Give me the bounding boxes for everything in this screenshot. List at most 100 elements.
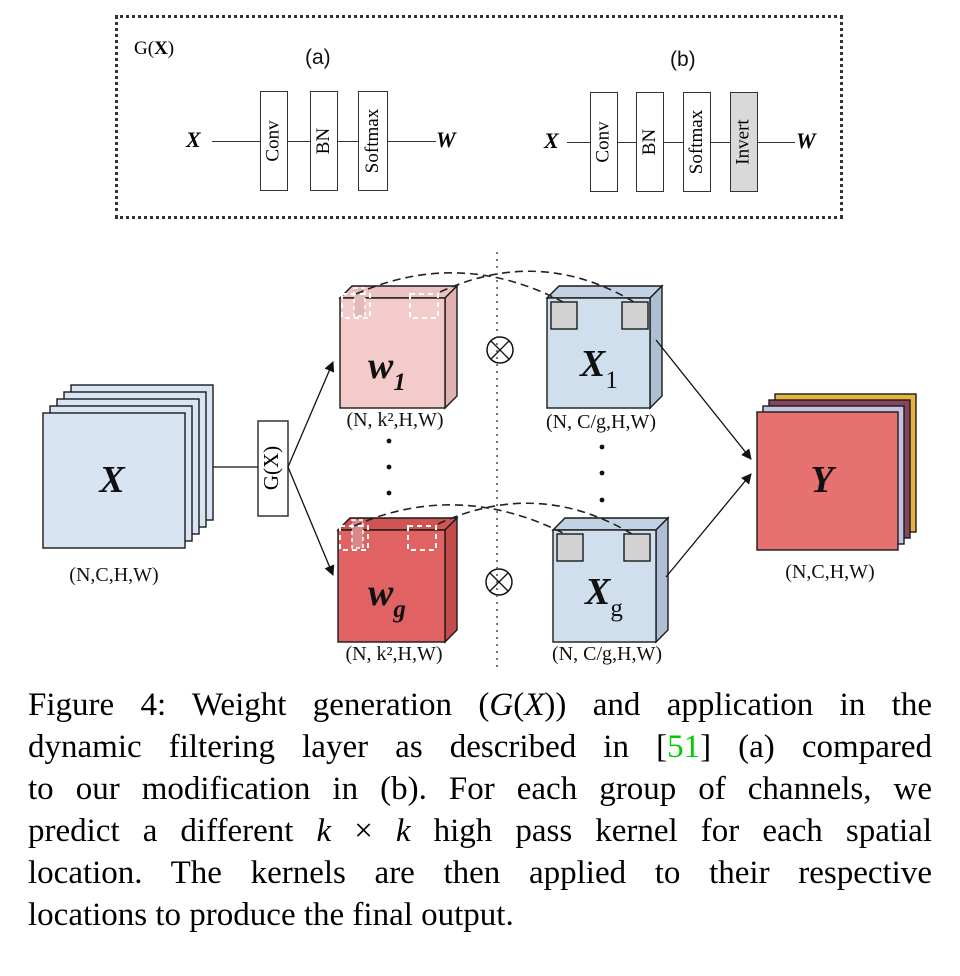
generator-panel: G(X) (a) X Conv BN Softmax W (b) X Conv …	[115, 15, 843, 219]
wg-label: wg	[368, 572, 406, 623]
pipeline-a-block-conv: Conv	[260, 91, 288, 191]
pipeline-a-output-label: W	[436, 127, 456, 152]
x1-sub: 1	[605, 367, 618, 394]
softmax-label: Softmax	[686, 109, 708, 175]
pipeline-b-block-softmax: Softmax	[683, 92, 711, 192]
xg-corner-patch-left	[556, 533, 584, 562]
caption-line: dynamic filtering layer as described in …	[28, 726, 932, 768]
caption-line: predict a different k × k high pass kern…	[28, 810, 932, 852]
group-tensor-xg: Xg (N, C/g,H,W)	[551, 516, 670, 665]
pipeline-a-block-softmax: Softmax	[358, 91, 388, 191]
x1-label: X1	[579, 343, 618, 394]
xg-dims: (N, C/g,H,W)	[552, 643, 662, 665]
caption-math: G	[489, 687, 514, 723]
pipeline-a-block-bn: BN	[310, 91, 338, 191]
dot	[599, 444, 605, 450]
otimes-cross	[490, 340, 510, 360]
w1-kernel-tab	[353, 287, 366, 317]
caption-text: predict a different	[28, 813, 317, 849]
input-layer-front	[42, 412, 186, 549]
caption-line: location. The kernels are then applied t…	[28, 852, 932, 894]
pipeline-a-input-label: X	[186, 127, 201, 152]
wg-kernel-tab	[351, 519, 364, 549]
pipeline-b-input-label: X	[544, 128, 559, 153]
caption-line: locations to produce the final output.	[28, 894, 932, 936]
conv-label: Conv	[263, 120, 284, 162]
x1-to-output-arrow	[655, 339, 752, 460]
caption-text: Figure 4: Weight generation (	[28, 687, 490, 723]
otimes-cross	[489, 572, 509, 592]
input-dims: (N,C,H,W)	[69, 564, 158, 586]
caption-text: ] (a) compared	[700, 729, 932, 765]
xg-top-face	[551, 517, 670, 531]
output-label: Y	[810, 459, 837, 501]
wg-front-face	[337, 529, 446, 643]
gx-bold-x: X	[154, 38, 168, 59]
xg-to-output-arrow	[665, 473, 752, 578]
generator-rect	[257, 420, 289, 517]
input-label: X	[98, 459, 126, 501]
wg-dims: (N, k²,H,W)	[345, 643, 442, 665]
dot	[599, 470, 605, 476]
caption-text: ×	[331, 813, 396, 849]
output-layer-front	[756, 411, 899, 551]
wg-base: w	[368, 572, 394, 614]
pipeline-b-output-label: W	[796, 128, 816, 153]
output-dims: (N,C,H,W)	[785, 561, 874, 583]
x1-base: X	[579, 343, 607, 385]
xg-base: X	[584, 571, 612, 613]
kernel-arc-top-left	[355, 272, 564, 303]
caption-text: )) and application in the	[544, 687, 932, 723]
caption-text: locations to produce the final output.	[28, 897, 514, 933]
caption-text: dynamic filtering layer as described in …	[28, 729, 668, 765]
w1-side-face	[444, 284, 458, 410]
dot	[386, 490, 392, 496]
kernel-arc-bottom-right	[437, 502, 633, 535]
pipeline-b-block-invert: Invert	[730, 92, 758, 192]
output-tensor-stack: Y (N,C,H,W)	[756, 393, 917, 583]
w1-corner-dashed-right	[409, 293, 439, 319]
dynamic-filtering-diagram: X (N,C,H,W) G(X) w1 (N, k²,H,W)	[42, 252, 917, 668]
caption-math: k	[395, 813, 411, 849]
generator-label: G(X)	[259, 446, 283, 490]
wg-corner-dashed-right	[407, 525, 437, 551]
w1-label: w1	[368, 345, 406, 396]
input-tensor-stack: X (N,C,H,W)	[42, 384, 214, 586]
weight-map-wg: wg (N, k²,H,W)	[336, 516, 459, 665]
caption-text: to our modification in (b). For each gro…	[28, 771, 932, 807]
wg-side-face	[444, 516, 458, 644]
dot	[386, 438, 392, 444]
group-tensor-x1: X1 (N, C/g,H,W)	[545, 284, 664, 433]
x1-corner-patch-right	[621, 301, 649, 330]
bn-label: BN	[313, 127, 334, 155]
caption-line: to our modification in (b). For each gro…	[28, 768, 932, 810]
invert-label: Invert	[733, 119, 754, 165]
conv-label: Conv	[593, 121, 614, 163]
xg-label: Xg	[584, 571, 623, 622]
w1-dims: (N, k²,H,W)	[346, 409, 443, 431]
x1-side-face	[649, 284, 663, 410]
gx-pre: G(	[134, 38, 155, 59]
multiply-operator-top	[486, 336, 514, 364]
pipeline-b-block-conv: Conv	[590, 92, 618, 192]
multiply-operator-bottom	[485, 568, 513, 596]
figure-caption: Figure 4: Weight generation (G(X)) and a…	[28, 684, 932, 936]
pipeline-b-line	[567, 142, 795, 143]
w1-base: w	[368, 345, 394, 387]
xg-side-face	[655, 516, 669, 644]
kernel-arc-bottom-left	[353, 504, 566, 535]
generator-to-w1-arrow	[287, 361, 335, 468]
vertical-ellipsis-left	[386, 438, 392, 496]
panel-a-tag: (a)	[305, 46, 331, 69]
generator-to-wg-arrow	[287, 466, 335, 576]
panel-b-tag: (b)	[670, 48, 696, 71]
caption-text: location. The kernels are then applied t…	[28, 855, 932, 891]
caption-math: X	[524, 687, 545, 723]
citation-ref-51: 51	[667, 729, 701, 765]
w1-front-face	[339, 297, 446, 409]
gx-post: )	[167, 38, 175, 59]
pipeline-b-block-bn: BN	[636, 92, 664, 192]
xg-corner-patch-right	[623, 533, 651, 562]
vertical-ellipsis-right	[599, 444, 605, 503]
